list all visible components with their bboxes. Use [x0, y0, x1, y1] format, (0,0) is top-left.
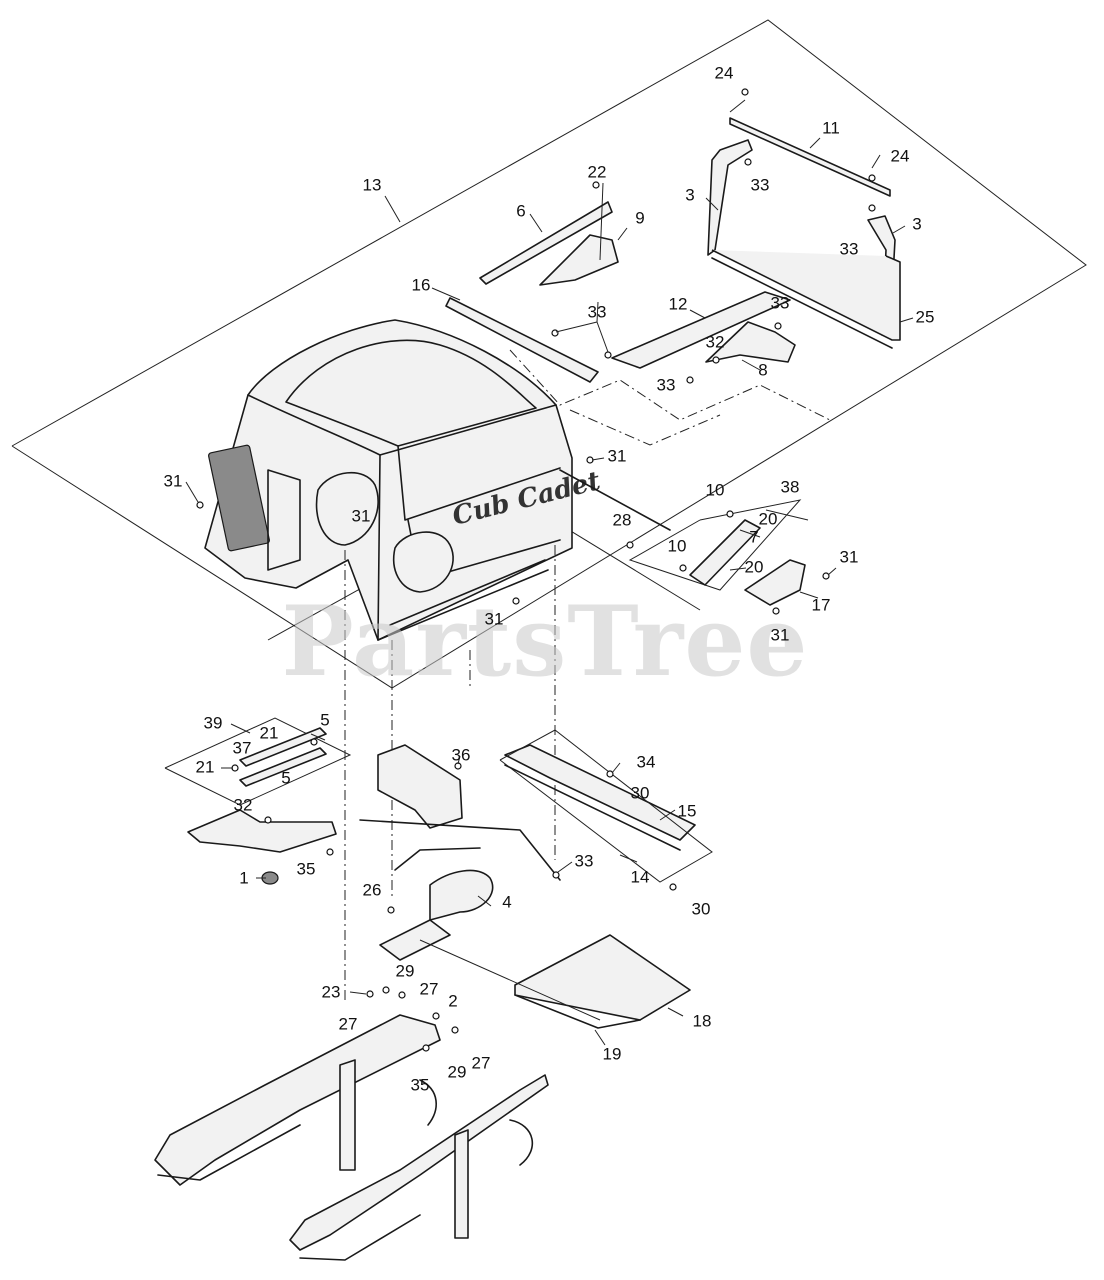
- callout-16: 16: [412, 275, 431, 294]
- callout-7: 7: [749, 527, 758, 546]
- callout-32: 32: [234, 795, 253, 814]
- callout-38: 38: [781, 477, 800, 496]
- callout-11: 11: [822, 118, 840, 137]
- callout-25: 25: [916, 307, 935, 326]
- callout-31: 31: [840, 547, 859, 566]
- callout-34: 34: [637, 752, 656, 771]
- mid-section-parts[interactable]: [164, 717, 713, 1029]
- callout-23: 23: [322, 982, 341, 1001]
- callout-4: 4: [502, 892, 511, 911]
- callout-9: 9: [635, 208, 644, 227]
- callout-30: 30: [692, 899, 711, 918]
- callout-27: 27: [339, 1014, 358, 1033]
- callout-12: 12: [669, 294, 688, 313]
- callout-27: 27: [472, 1053, 491, 1072]
- callout-15: 15: [678, 801, 697, 820]
- callout-2: 2: [448, 991, 457, 1010]
- callout-17: 17: [812, 595, 831, 614]
- callout-22: 22: [588, 162, 607, 181]
- callout-8: 8: [758, 360, 767, 379]
- callout-3: 3: [685, 185, 694, 204]
- callout-39: 39: [204, 713, 223, 732]
- callout-31: 31: [164, 471, 183, 490]
- frame-rails[interactable]: [154, 1014, 549, 1261]
- callout-35: 35: [297, 859, 316, 878]
- callout-30: 30: [631, 783, 650, 802]
- callout-14: 14: [631, 867, 650, 886]
- callout-31: 31: [608, 446, 627, 465]
- callout-36: 36: [452, 745, 471, 764]
- leader-lines: [185, 99, 914, 1046]
- callout-20: 20: [759, 509, 778, 528]
- callout-33: 33: [840, 239, 859, 258]
- callout-33: 33: [657, 375, 676, 394]
- callout-33: 33: [751, 175, 770, 194]
- callout-28: 28: [613, 510, 632, 529]
- callout-21: 21: [196, 757, 215, 776]
- callout-27: 27: [420, 979, 439, 998]
- callout-labels: 24 11 24 33 3 3 33 13 22 6 9 16 33 12 33…: [164, 63, 935, 1094]
- callout-10: 10: [706, 480, 725, 499]
- rear-bracket-assembly[interactable]: [445, 117, 901, 446]
- callout-29: 29: [396, 961, 415, 980]
- callout-31: 31: [352, 506, 371, 525]
- callout-33: 33: [588, 302, 607, 321]
- callout-5: 5: [281, 768, 290, 787]
- callout-6: 6: [516, 201, 525, 220]
- callout-20: 20: [745, 557, 764, 576]
- callout-29: 29: [448, 1062, 467, 1081]
- callout-24: 24: [715, 63, 734, 82]
- callout-33: 33: [575, 851, 594, 870]
- callout-26: 26: [363, 880, 382, 899]
- callout-32: 32: [706, 332, 725, 351]
- callout-19: 19: [603, 1044, 622, 1063]
- callout-13: 13: [363, 175, 382, 194]
- callout-18: 18: [693, 1011, 712, 1030]
- callout-5: 5: [320, 710, 329, 729]
- linkage-assembly[interactable]: [559, 469, 806, 606]
- callout-33: 33: [771, 293, 790, 312]
- watermark-text: PartsTree: [282, 585, 809, 698]
- callout-24: 24: [891, 146, 910, 165]
- hardware-fasteners: [196, 88, 876, 1052]
- callout-37: 37: [233, 738, 252, 757]
- callout-3: 3: [912, 214, 921, 233]
- callout-35: 35: [411, 1075, 430, 1094]
- callout-21: 21: [260, 723, 279, 742]
- callout-31: 31: [485, 609, 504, 628]
- callout-10: 10: [668, 536, 687, 555]
- callout-31: 31: [771, 625, 790, 644]
- callout-1: 1: [239, 868, 248, 887]
